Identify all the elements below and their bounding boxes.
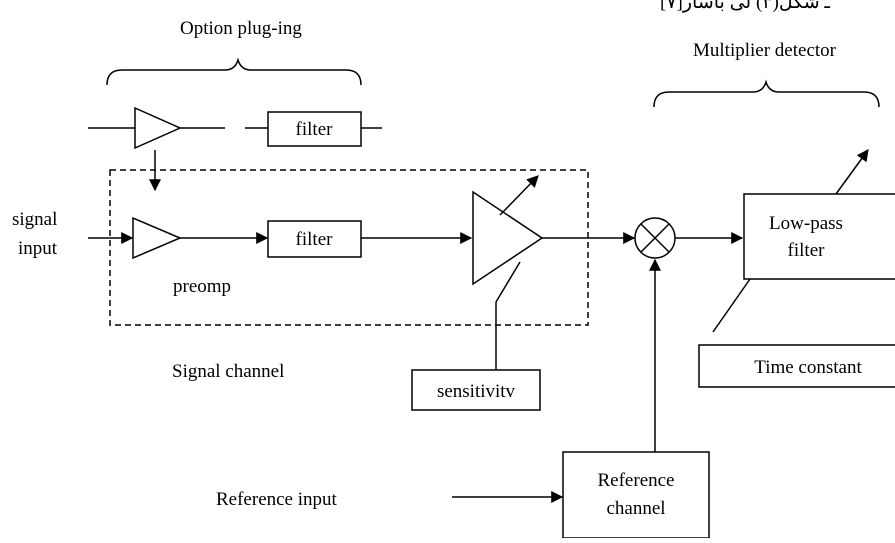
preamp-icon	[132, 216, 182, 260]
option-filter-label: filter	[296, 119, 334, 140]
signal-channel-box	[109, 169, 589, 326]
preamp-label: preomp	[173, 276, 231, 297]
sensitivity-link-diagonal	[495, 261, 521, 303]
channel-filter-label: filter	[296, 229, 334, 250]
time-constant-label: Time constant	[754, 357, 862, 378]
time-constant-link	[712, 278, 751, 333]
option-brace	[106, 57, 362, 86]
output-arrow	[835, 149, 869, 195]
option-amplifier-icon	[134, 106, 182, 150]
reference-channel-label-line1: Reference	[598, 470, 675, 491]
gain-amplifier-icon	[472, 190, 544, 286]
low-pass-filter-block	[743, 193, 895, 280]
reference-channel-block	[562, 451, 710, 539]
signal-input-label-line2: input	[18, 238, 58, 259]
signal-channel-label: Signal channel	[172, 361, 284, 382]
multiplier-detector-label: Multiplier detector	[693, 40, 837, 61]
time-constant-block	[698, 344, 895, 388]
header-fragment: ـ شكل(٣) لی باسار[٧]	[660, 0, 830, 13]
multiplier-brace	[653, 79, 880, 108]
low-pass-label-line2: filter	[788, 240, 826, 261]
reference-channel-label-line2: channel	[606, 498, 665, 519]
channel-filter-block	[267, 220, 362, 258]
option-plug-ing-label: Option plug-ing	[180, 18, 302, 39]
gain-adjust-arrow	[499, 175, 539, 216]
low-pass-label-line1: Low-pass	[769, 213, 843, 234]
sensitivity-block	[411, 369, 541, 411]
mixer-cross-b	[640, 223, 670, 253]
reference-input-label: Reference input	[216, 489, 338, 510]
sensitivity-label: sensitivitv	[437, 381, 516, 402]
signal-input-label-line1: signal	[12, 209, 57, 230]
option-filter-block	[267, 111, 362, 147]
